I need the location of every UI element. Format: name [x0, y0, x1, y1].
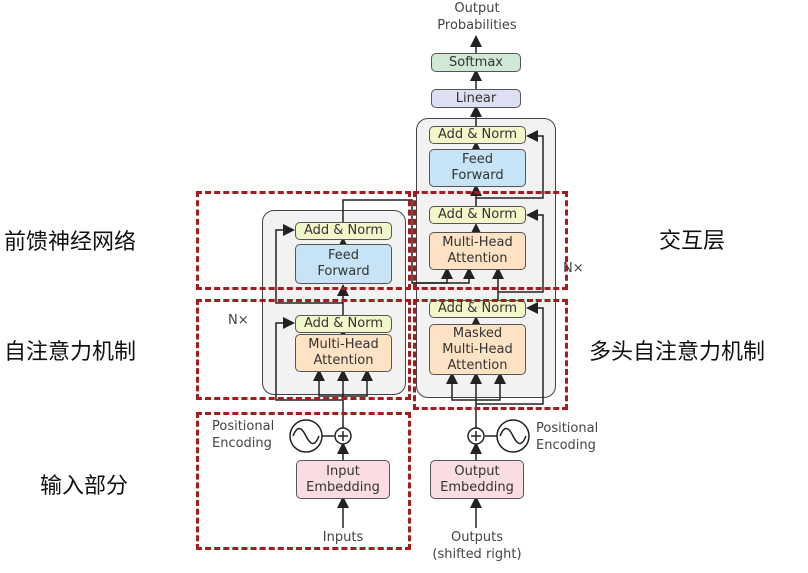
decoder-repeat-label: N× — [563, 261, 584, 276]
linear-box: Linear — [431, 89, 521, 108]
softmax-box: Softmax — [431, 53, 521, 72]
encoder-add-norm-top: Add & Norm — [295, 222, 392, 240]
dashed-region-self-attention — [196, 299, 411, 400]
label-feed-forward-cn: 前馈神经网络 — [4, 230, 137, 255]
dashed-region-interaction — [413, 191, 568, 290]
decoder-add-norm-top: Add & Norm — [429, 126, 526, 144]
outputs-label: Outputs(shifted right) — [432, 530, 522, 562]
decoder-add-norm-mid: Add & Norm — [429, 206, 526, 224]
dashed-region-input — [196, 412, 411, 550]
label-self-attention-cn: 自注意力机制 — [4, 340, 137, 365]
label-input-part-cn: 输入部分 — [40, 474, 129, 499]
encoder-repeat-label: N× — [228, 313, 249, 328]
dashed-region-feed-forward — [196, 191, 411, 290]
encoder-add-norm-bottom: Add & Norm — [295, 315, 392, 333]
dashed-region-masked-attention — [413, 299, 568, 410]
inputs-label: Inputs — [322, 530, 364, 545]
label-interaction-cn: 交互层 — [659, 229, 726, 254]
label-multi-head-self-attention-cn: 多头自注意力机制 — [589, 340, 766, 365]
